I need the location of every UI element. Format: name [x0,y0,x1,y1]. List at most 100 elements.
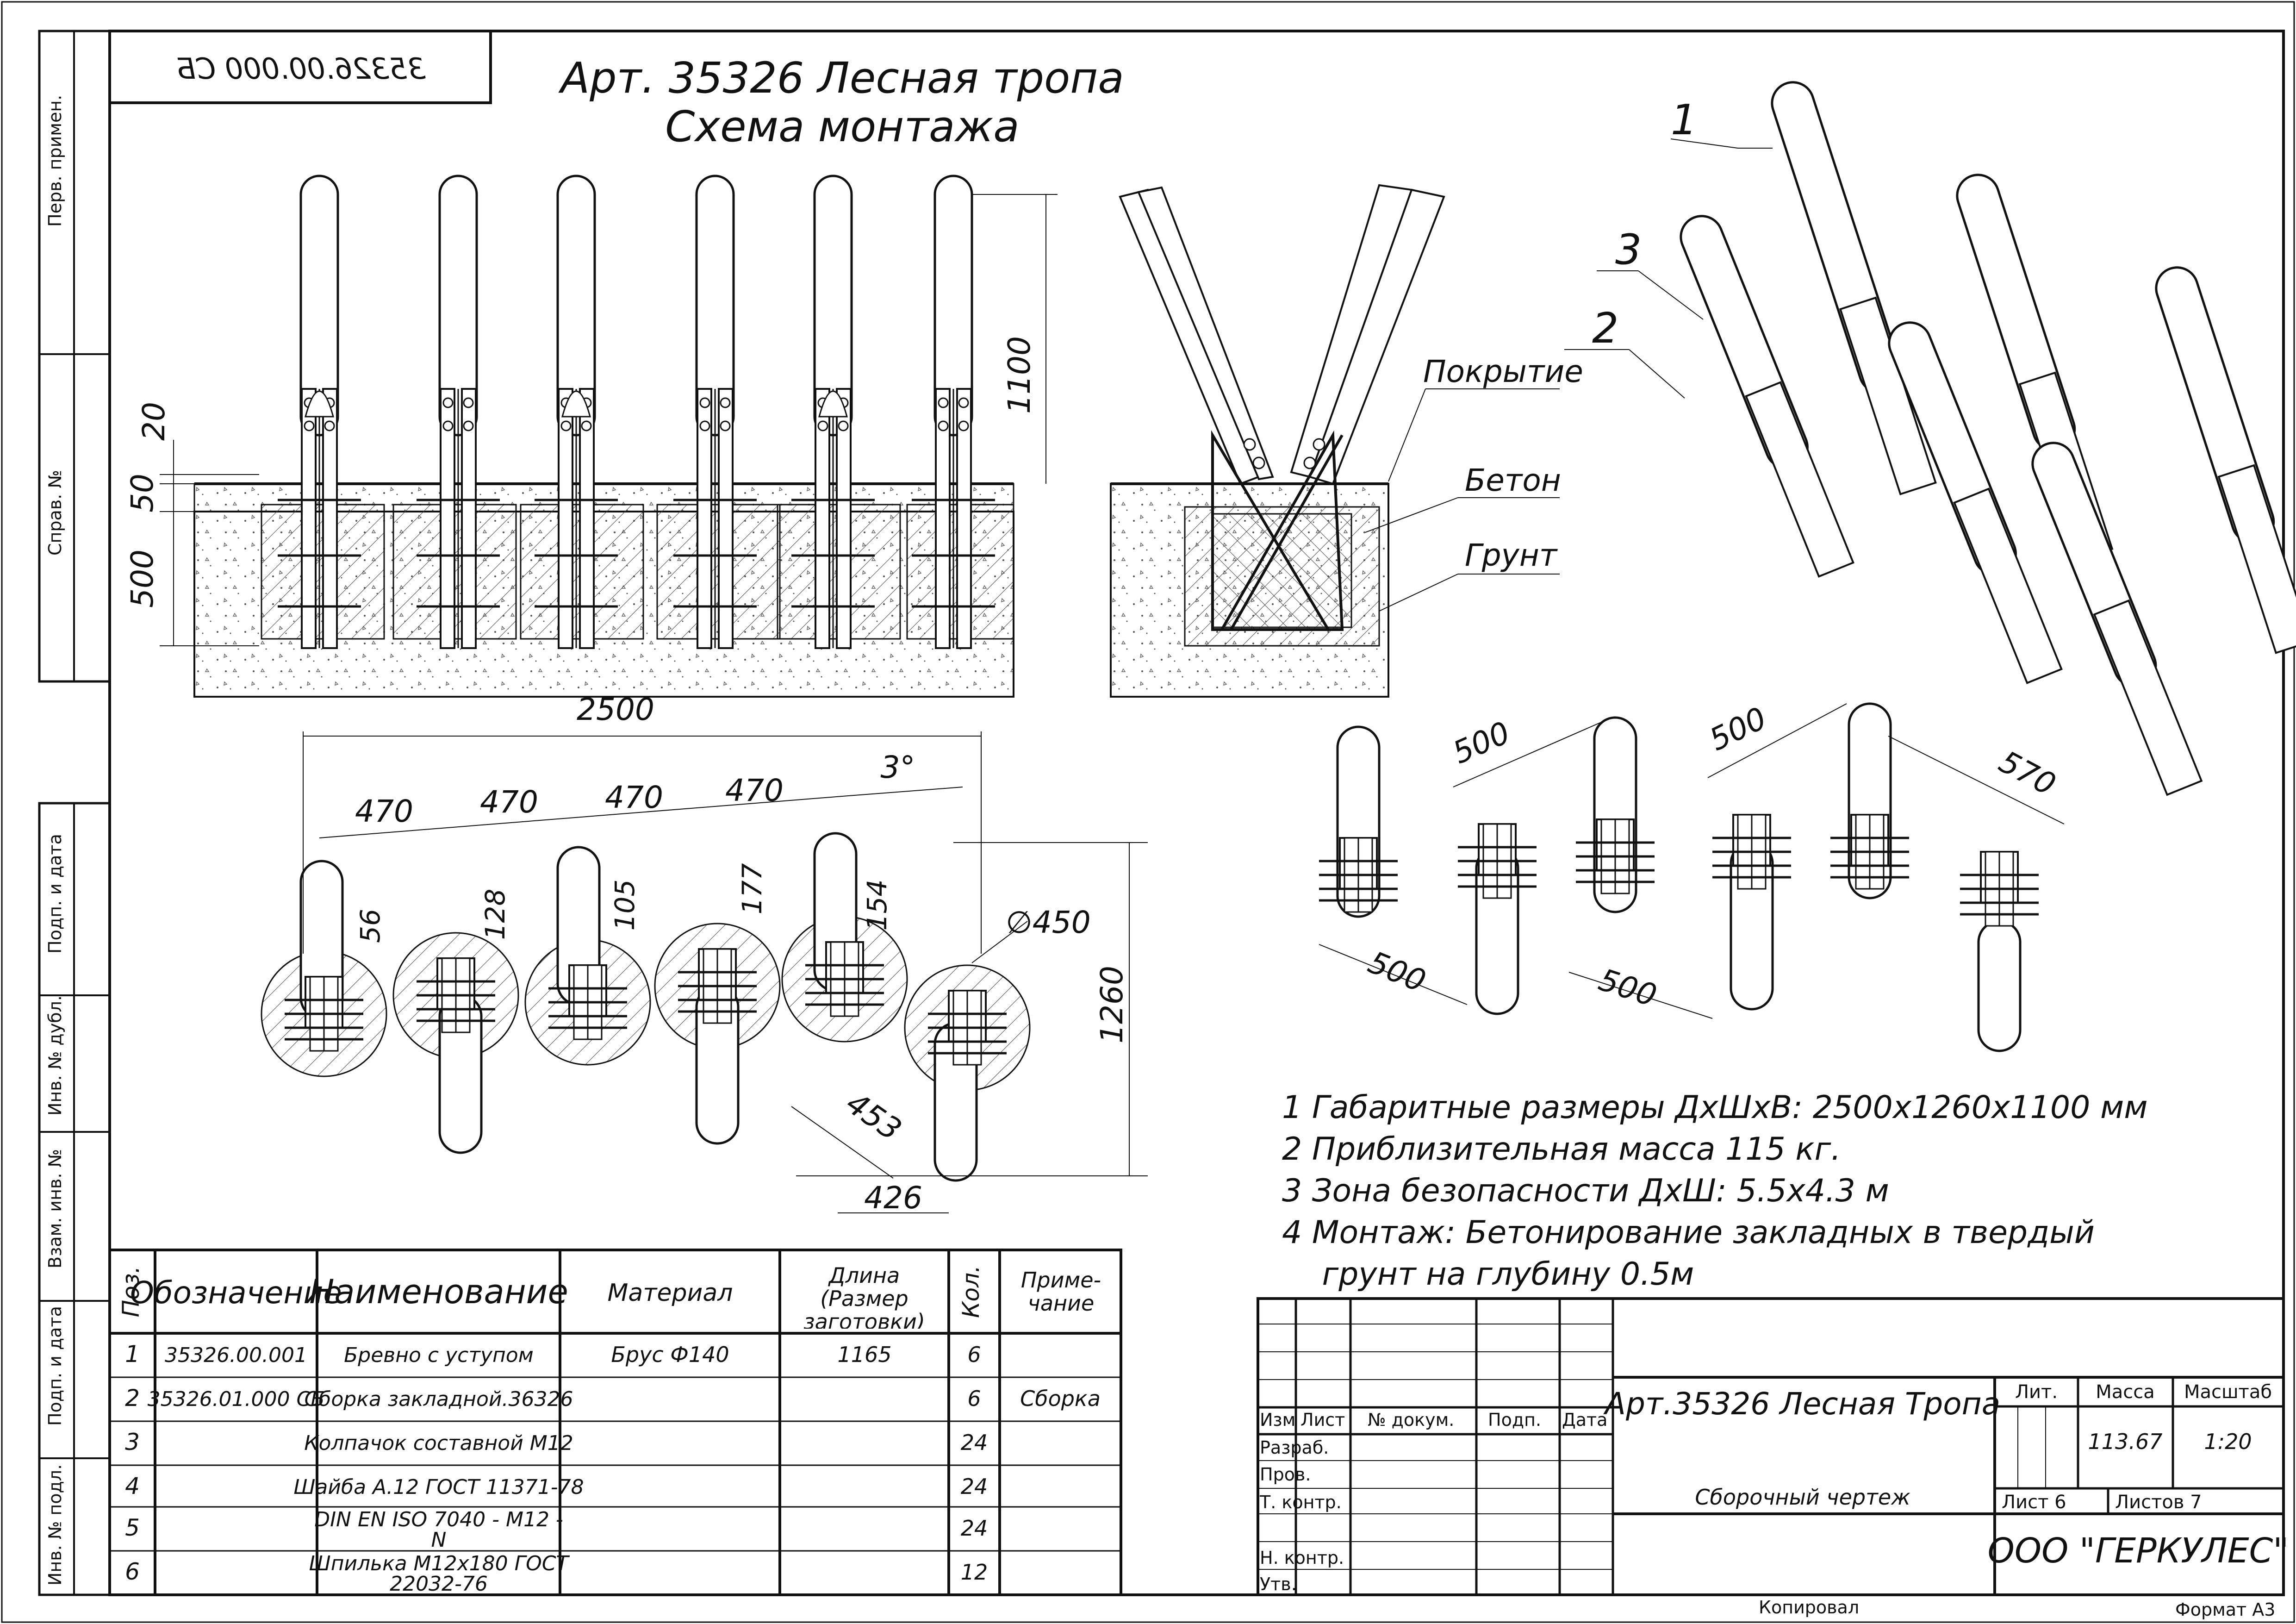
note-2: 2 Приблизительная масса 115 кг. [1282,1131,1841,1168]
podp-data-label-1: Подп. и дата [45,834,65,954]
inv-dubl-label: Инв. № дубл. [45,995,65,1116]
note-3: 3 Зона безопасности ДхШ: 5.5х4.3 м [1282,1173,1889,1209]
note-4: 4 Монтаж: Бетонирование закладных в твер… [1282,1214,2095,1251]
dim-470-a: 470 [355,793,413,829]
dim-128: 128 [479,889,511,940]
mirrored-code: 35326.00.000 СБ [176,52,425,86]
tb-massa: 113.67 [2088,1429,2163,1454]
col-oboznachenie: Обозначение [130,1275,342,1311]
tb-data: Дата [1562,1410,1607,1430]
spec-cell-kol: 6 [967,1386,981,1411]
spec-cell-kol: 12 [961,1560,988,1585]
dim-500-c: 500 [1363,944,1431,999]
spec-cell-len: 1165 [837,1342,891,1367]
spec-cell-name: Бревно с уступом [344,1343,534,1367]
tb-podp: Подп. [1488,1410,1541,1430]
tb-doc-type: Сборочный чертеж [1695,1485,1910,1510]
tb-prov: Пров. [1260,1464,1311,1485]
spec-cell-prim: Сборка [1020,1386,1101,1411]
dim-20: 20 [136,402,172,441]
dim-154: 154 [861,880,893,931]
spec-cell-poz: 2 [125,1385,140,1412]
pos-label-2: 2 [1592,304,1618,353]
spec-cell-name: DIN EN ISO 7040 - M12 -N [314,1508,563,1552]
spec-cell-oboz: 35326.00.001 [165,1343,307,1367]
pos-label-3: 3 [1615,225,1642,274]
dim-500-a: 500 [1448,715,1515,771]
tb-massa-label: Масса [2096,1381,2155,1403]
col-primechanie: Приме- чание [1020,1268,1101,1316]
drawing-title-2: Схема монтажа [665,102,1019,151]
layout-view: 500 500 570 500 500 [1319,700,2065,1052]
tb-list-no: Лист 6 [2002,1492,2066,1513]
spec-cell-oboz: 35326.01.000 СБ [148,1387,325,1411]
col-poz: Поз. [118,1266,144,1318]
drawing-title-1: Арт. 35326 Лесная тропа [558,53,1124,103]
tb-masshtab: 1:20 [2204,1429,2252,1454]
technical-notes: 1 Габаритные размеры ДхШхВ: 2500х1260х11… [1282,1089,2148,1293]
spec-table: Поз. Обозначение Наименование Материал Д… [108,1249,1122,1596]
dim-453: 453 [840,1085,908,1148]
dim-470-c: 470 [605,780,663,815]
spec-cell-kol: 24 [961,1474,988,1499]
dim-426: 426 [864,1180,922,1216]
dim-50: 50 [124,474,160,512]
tb-masshtab-label: Масштаб [2184,1381,2272,1403]
dim-470-d: 470 [725,773,784,808]
tb-no-dokum: № докум. [1368,1410,1454,1430]
note-1: 1 Габаритные размеры ДхШхВ: 2500х1260х11… [1282,1089,2148,1126]
footer-format: Формат А3 [2175,1599,2275,1620]
tb-razrab: Разраб. [1260,1437,1329,1458]
label-beton: Бетон [1465,462,1561,498]
spec-cell-poz: 4 [125,1473,140,1499]
dim-dia-450: ∅450 [1006,905,1090,940]
tb-utv: Утв. [1260,1574,1297,1594]
isometric-view: 1 3 2 [1564,81,2296,796]
label-pokrytie: Покрытие [1423,354,1583,389]
dim-500: 500 [124,550,160,608]
dim-500-d: 500 [1594,962,1661,1014]
tb-t-kontr: Т. контр. [1259,1492,1342,1512]
dim-2500: 2500 [577,692,654,727]
spec-cell-poz: 3 [125,1429,140,1455]
podp-data-label-2: Подп. и дата [45,1306,65,1426]
spec-cell-kol: 6 [967,1342,981,1367]
side-strip: Перв. примен. Справ. № Подп. и дата Инв.… [38,30,111,1596]
col-naimenovanie: Наименование [309,1272,568,1311]
dim-angle-3: 3° [881,750,915,785]
perv-primen-label: Перв. примен. [45,95,65,227]
tb-izm: Изм [1260,1410,1295,1430]
col-dlina: Длина (Размер заготовки) [803,1264,925,1329]
tb-n-kontr: Н. контр. [1260,1548,1344,1568]
code-box: 35326.00.000 СБ [108,30,492,104]
dim-1100: 1100 [1002,336,1037,414]
tb-lit: Лит. [2015,1381,2058,1403]
dim-177: 177 [736,863,768,915]
title-block: Изм Лист № докум. Подп. Дата Разраб. Про… [1257,1297,2289,1596]
spec-cell-mat: Брус Ф140 [611,1342,729,1367]
spec-cell-name: Шайба А.12 ГОСТ 11371-78 [293,1475,584,1499]
pos-label-1: 1 [1671,96,1697,144]
dim-1260: 1260 [1094,966,1130,1043]
tb-listov: Листов 7 [2115,1492,2202,1513]
spec-cell-name: Сборка закладной.36326 [305,1387,573,1411]
tb-list: Лист [1300,1410,1345,1430]
spec-cell-poz: 5 [125,1514,140,1541]
spec-cell-poz: 6 [125,1558,140,1585]
note-5: грунт на глубину 0.5м [1282,1256,1694,1293]
dim-470-b: 470 [480,784,538,820]
spec-cell-kol: 24 [961,1516,988,1541]
tb-company: ООО "ГЕРКУЛЕС" [1988,1531,2289,1571]
footer-kopiroval: Копировал [1759,1597,1859,1618]
sprav-no-label: Справ. № [45,470,65,556]
dim-56: 56 [355,909,386,943]
tb-product-name: Арт.35326 Лесная Тропа [1603,1386,2000,1422]
col-kol: Кол. [958,1265,984,1318]
dim-105: 105 [609,880,641,931]
label-grunt: Грунт [1465,537,1558,573]
side-section-view: Покрытие Бетон Грунт [1110,184,1583,698]
